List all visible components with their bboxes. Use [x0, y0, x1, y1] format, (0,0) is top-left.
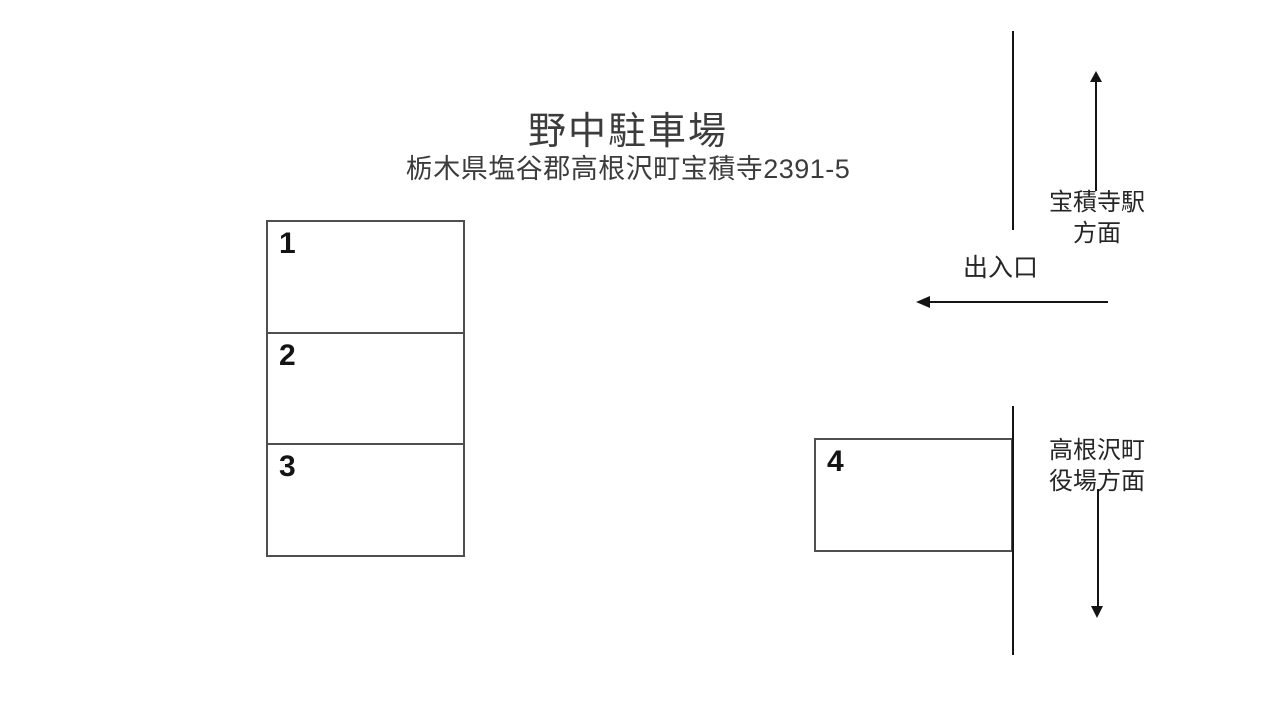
parking-space-3: 3 — [268, 443, 463, 555]
arrow-head — [1090, 71, 1102, 82]
space-number: 1 — [279, 227, 296, 260]
space-number: 3 — [279, 450, 296, 484]
direction-label-line: 高根沢町 — [1049, 437, 1145, 464]
arrow-shaft — [1095, 81, 1097, 191]
parking-space-1: 1 — [268, 222, 463, 332]
space-number: 4 — [827, 445, 844, 478]
direction-label-line: 宝積寺駅 — [1049, 189, 1145, 216]
space-number: 2 — [279, 338, 296, 372]
address-subtitle: 栃木県塩谷郡高根沢町宝積寺2391-5 — [405, 154, 851, 184]
arrow-head — [916, 296, 930, 308]
road-line-lower — [1012, 406, 1014, 655]
arrow-shaft — [929, 301, 1108, 303]
entrance-label: 出入口 — [963, 254, 1039, 282]
direction-label-line: 方面 — [1073, 220, 1121, 247]
page-title: 野中駐車場 — [527, 111, 728, 153]
road-line-upper — [1012, 31, 1014, 230]
parking-block-right: 4 — [814, 438, 1013, 552]
parking-space-4: 4 — [816, 440, 1011, 478]
parking-space-2: 2 — [268, 331, 463, 444]
direction-label-station: 宝積寺駅 方面 — [1044, 187, 1150, 249]
arrow-shaft — [1097, 489, 1099, 607]
direction-label-town-hall: 高根沢町 役場方面 — [1044, 435, 1150, 497]
arrow-head — [1091, 606, 1103, 618]
parking-block-left: 1 2 3 — [266, 220, 465, 557]
